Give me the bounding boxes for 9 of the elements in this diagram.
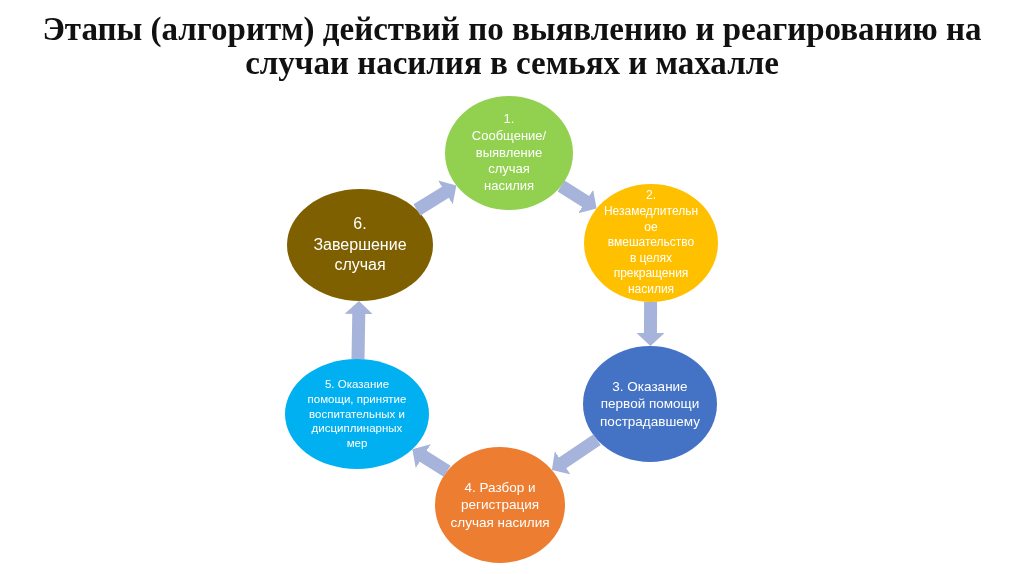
- stage-label: 4. Разбор и регистрация случая насилия: [449, 478, 551, 532]
- diagram-title: Этапы (алгоритм) действий по выявлению и реагированию на случаи насилия в семьях и махалле: [41, 12, 983, 80]
- stage-label: 2. Незамедлительное вмешательство в целях прекращения насилия: [603, 188, 699, 298]
- stage-label: 6. Завершение случая: [312, 213, 408, 276]
- block-arrow: [636, 301, 665, 347]
- block-arrow: [344, 300, 373, 360]
- stage-label: 3. Оказание первой помощи пострадавшему: [599, 377, 701, 431]
- stage-label: 5. Оказание помощи, принятие воспитательных и дисциплинарных мер: [306, 376, 408, 452]
- stage-label: 1. Сообщение/выявление случая насилия: [470, 110, 548, 196]
